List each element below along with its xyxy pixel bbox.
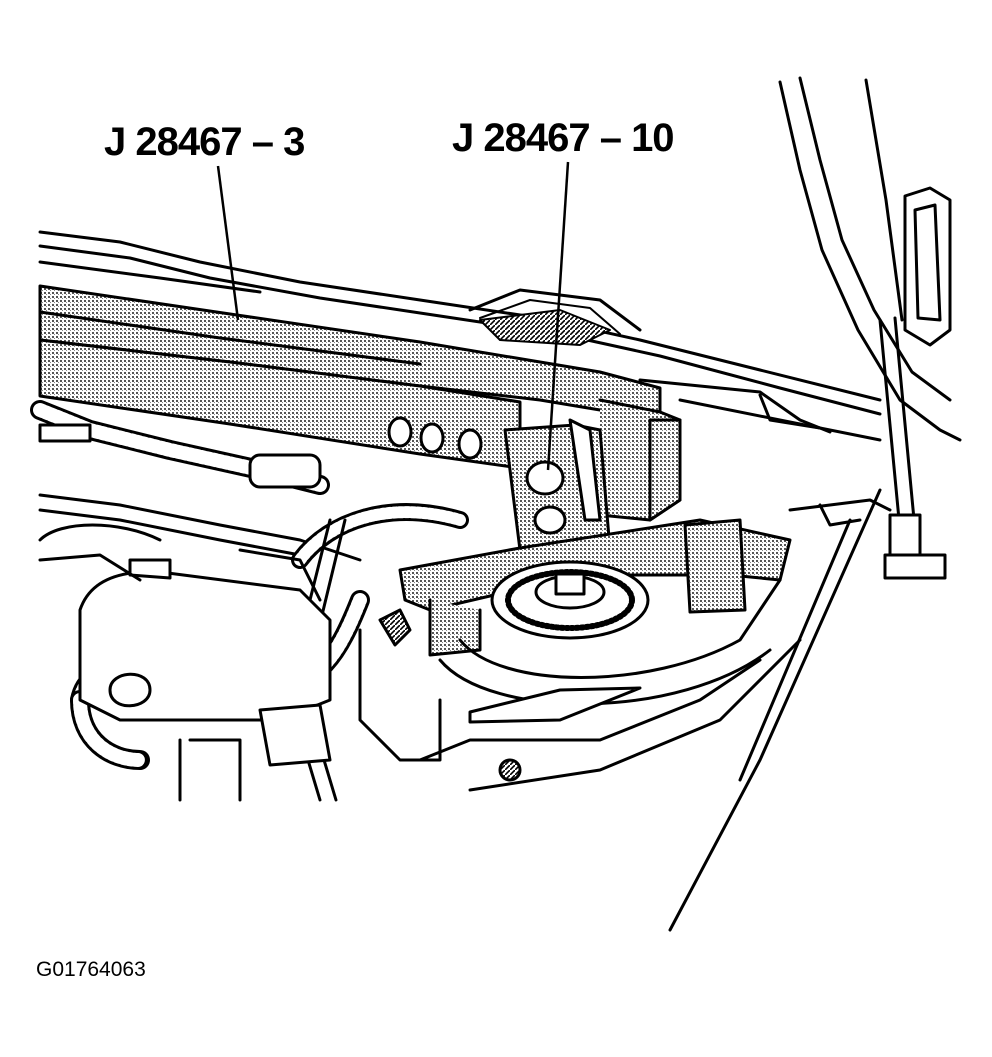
coolant-reservoir <box>78 558 332 722</box>
leader-lines <box>216 161 570 471</box>
leader-line-j28467-3 <box>216 165 240 321</box>
callout-j28467-3: J 28467 – 3 <box>104 120 305 164</box>
support-bar-j28467-3 <box>38 284 682 522</box>
leader-line-j28467-10 <box>546 161 570 471</box>
callout-j28467-10: J 28467 – 10 <box>452 116 675 160</box>
engine-components <box>38 523 442 802</box>
hood-strut <box>878 316 947 580</box>
strut-tower <box>418 560 802 792</box>
figure-id: G01764063 <box>36 958 146 981</box>
fender-line <box>668 488 892 932</box>
hood-edge <box>778 76 962 442</box>
